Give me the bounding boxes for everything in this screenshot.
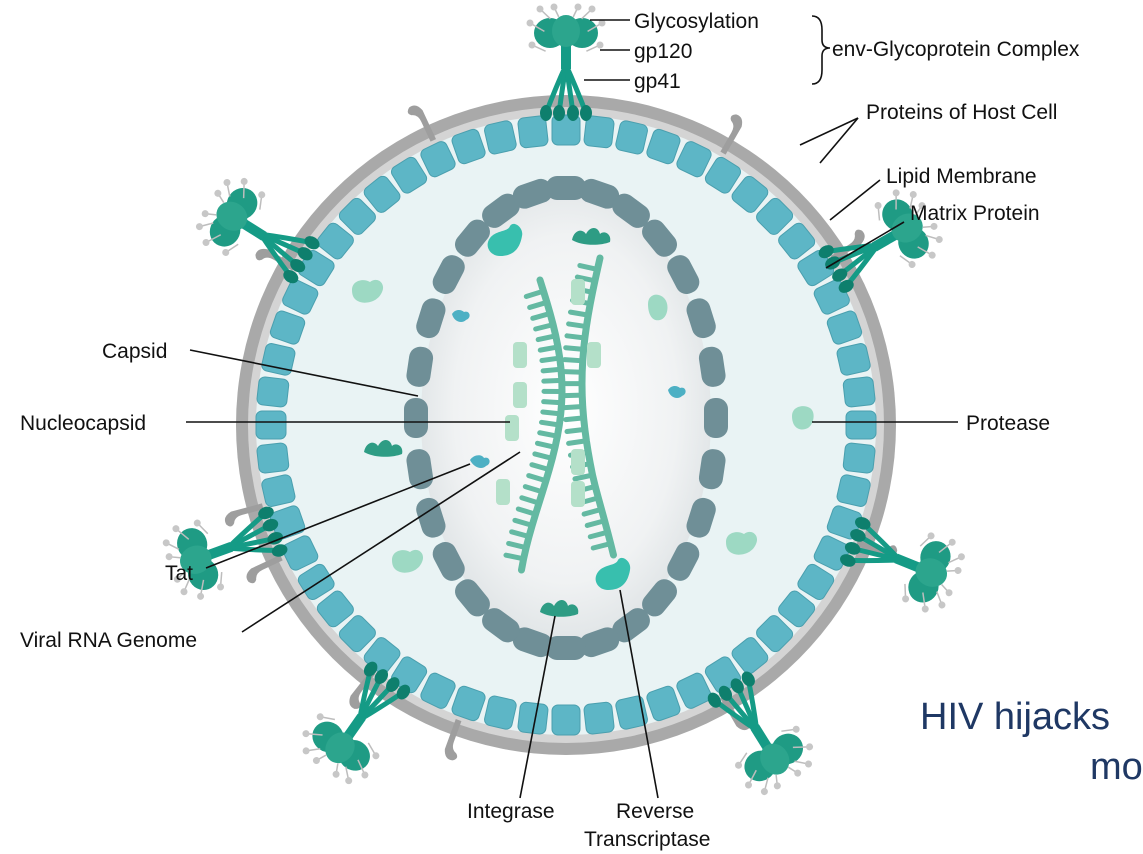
- capsid-segment: [704, 398, 728, 438]
- nucleocapsid-protein: [587, 342, 601, 368]
- matrix-protein-unit: [843, 376, 876, 407]
- rna-rib: [565, 407, 583, 408]
- rna-rib: [564, 395, 582, 396]
- matrix-protein-unit: [836, 474, 871, 508]
- matrix-protein-unit: [261, 474, 296, 508]
- label-capsid: Capsid: [102, 340, 167, 363]
- rna-rib: [543, 412, 561, 414]
- label-gp41: gp41: [634, 70, 681, 93]
- label-tat: Tat: [165, 562, 193, 585]
- rna-rib: [566, 418, 584, 420]
- rna-rib: [566, 348, 584, 350]
- rna-rib: [570, 312, 588, 315]
- rna-rib: [541, 422, 559, 425]
- nucleocapsid-protein: [571, 481, 585, 507]
- label-reverse: Reverse: [616, 800, 694, 823]
- nucleocapsid-protein: [571, 279, 585, 305]
- rna-rib: [567, 336, 585, 338]
- rna-rib: [540, 347, 558, 350]
- matrix-protein-unit: [256, 376, 289, 407]
- nucleocapsid-protein: [513, 382, 527, 408]
- matrix-protein-unit: [615, 120, 649, 155]
- rna-rib: [543, 369, 561, 371]
- matrix-protein-unit: [615, 695, 649, 730]
- matrix-protein-unit: [846, 411, 876, 439]
- capsid-segment: [546, 176, 586, 200]
- rna-rib: [564, 372, 582, 373]
- matrix-protein-unit: [552, 705, 580, 735]
- matrix-protein-unit: [583, 702, 614, 735]
- nucleocapsid-protein: [571, 449, 585, 475]
- label-protease: Protease: [966, 412, 1050, 435]
- rna-rib: [569, 324, 587, 327]
- nucleocapsid-protein: [505, 415, 519, 441]
- label-transcriptase: Transcriptase: [584, 828, 710, 851]
- rna-rib: [569, 441, 587, 444]
- caption-line-1: HIV hijacks: [920, 696, 1110, 739]
- capsid-segment: [546, 636, 586, 660]
- rna-rib: [542, 358, 560, 360]
- label-lipid-membrane: Lipid Membrane: [886, 165, 1037, 188]
- matrix-protein-unit: [843, 442, 876, 473]
- label-proteins-of-host-cell: Proteins of Host Cell: [866, 101, 1057, 124]
- matrix-protein-unit: [483, 120, 517, 155]
- rna-rib: [544, 402, 562, 403]
- matrix-protein-unit: [256, 442, 289, 473]
- label-env-glycoprotein-complex: env-Glycoprotein Complex: [832, 38, 1080, 61]
- label-matrix-protein: Matrix Protein: [910, 202, 1040, 225]
- rna-rib: [540, 433, 558, 436]
- label-nucleocapsid: Nucleocapsid: [20, 412, 146, 435]
- matrix-protein-unit: [836, 342, 871, 376]
- label-integrase: Integrase: [467, 800, 555, 823]
- matrix-protein-unit: [261, 342, 296, 376]
- matrix-protein-unit: [256, 411, 286, 439]
- capsid-segment: [404, 398, 428, 438]
- nucleocapsid-protein: [496, 479, 510, 505]
- rna-rib: [567, 429, 585, 431]
- label-viral-rna-genome: Viral RNA Genome: [20, 629, 197, 652]
- caption-line-2: mo: [1090, 746, 1143, 789]
- matrix-protein-unit: [483, 695, 517, 730]
- nucleocapsid-protein: [513, 342, 527, 368]
- label-glycosylation: Glycosylation: [634, 10, 759, 33]
- rna-rib: [544, 380, 562, 381]
- rna-rib: [565, 360, 583, 361]
- label-gp120: gp120: [634, 40, 692, 63]
